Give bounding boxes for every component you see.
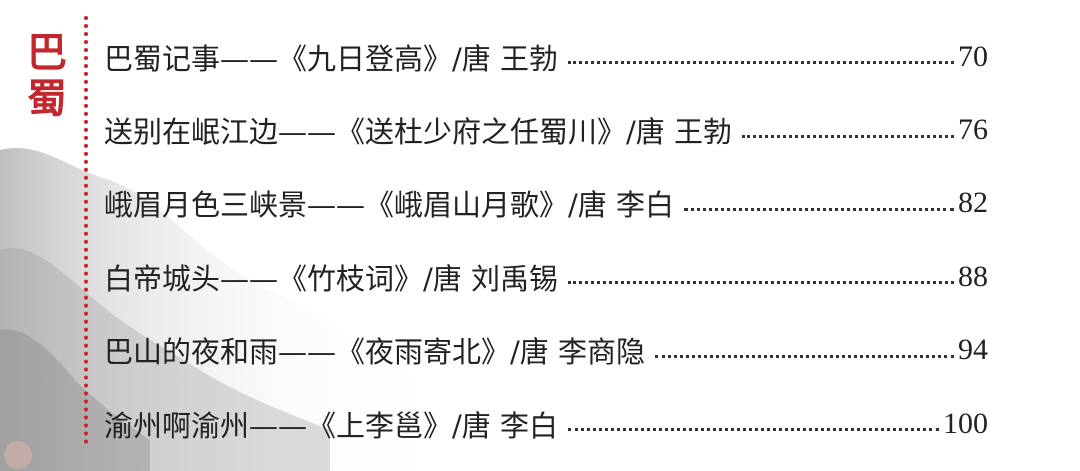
red-dotted-divider bbox=[84, 16, 88, 444]
toc-entry-page: 76 bbox=[958, 113, 988, 147]
toc-entry[interactable]: 峨眉月色三峡景——《峨眉山月歌》/唐 李白 82 bbox=[104, 167, 988, 240]
section-label-char-2: 蜀 bbox=[27, 76, 67, 122]
toc-leader-dots bbox=[742, 134, 954, 138]
toc-entry[interactable]: 渝州啊渝州——《上李邕》/唐 李白 100 bbox=[104, 387, 988, 460]
table-of-contents: 巴蜀记事——《九日登高》/唐 王勃 70 送别在岷江边——《送杜少府之任蜀川》/… bbox=[104, 20, 988, 460]
toc-entry[interactable]: 送别在岷江边——《送杜少府之任蜀川》/唐 王勃 76 bbox=[104, 93, 988, 166]
toc-entry[interactable]: 巴蜀记事——《九日登高》/唐 王勃 70 bbox=[104, 20, 988, 93]
toc-leader-dots bbox=[568, 281, 954, 285]
toc-entry-title: 渝州啊渝州——《上李邕》/唐 李白 bbox=[104, 408, 558, 443]
toc-entry[interactable]: 巴山的夜和雨——《夜雨寄北》/唐 李商隐 94 bbox=[104, 314, 988, 387]
section-label-bashu: 巴 蜀 bbox=[22, 30, 72, 122]
toc-leader-dots bbox=[684, 207, 954, 211]
toc-leader-dots bbox=[568, 428, 939, 432]
toc-entry-title: 峨眉月色三峡景——《峨眉山月歌》/唐 李白 bbox=[104, 188, 674, 223]
toc-entry-page: 70 bbox=[958, 39, 988, 73]
section-label-char-1: 巴 bbox=[27, 30, 67, 76]
toc-leader-dots bbox=[568, 61, 954, 65]
toc-entry-page: 100 bbox=[943, 406, 988, 440]
toc-entry-page: 94 bbox=[958, 333, 988, 367]
toc-leader-dots bbox=[655, 354, 954, 358]
toc-entry[interactable]: 白帝城头——《竹枝词》/唐 刘禹锡 88 bbox=[104, 240, 988, 313]
toc-entry-page: 88 bbox=[958, 259, 988, 293]
toc-entry-title: 巴蜀记事——《九日登高》/唐 王勃 bbox=[104, 41, 558, 76]
toc-entry-title: 送别在岷江边——《送杜少府之任蜀川》/唐 王勃 bbox=[104, 115, 732, 150]
toc-entry-page: 82 bbox=[958, 186, 988, 220]
toc-entry-title: 巴山的夜和雨——《夜雨寄北》/唐 李商隐 bbox=[104, 335, 645, 370]
toc-entry-title: 白帝城头——《竹枝词》/唐 刘禹锡 bbox=[104, 261, 558, 296]
